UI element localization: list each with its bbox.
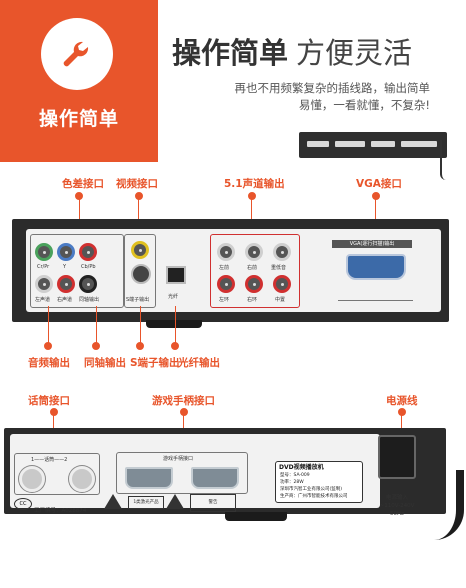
pin-vga bbox=[372, 192, 380, 200]
leader-component bbox=[79, 198, 80, 234]
wrench-icon bbox=[41, 18, 113, 90]
pin-audio bbox=[44, 342, 52, 350]
label-svideo: S端子输出 bbox=[130, 357, 180, 369]
vga-rule bbox=[338, 300, 413, 301]
pin-optical bbox=[171, 342, 179, 350]
jack-coax bbox=[79, 275, 97, 293]
jack-label-optical: 光纤 bbox=[168, 294, 179, 300]
jack-y bbox=[57, 243, 75, 261]
device-foot bbox=[146, 320, 202, 328]
jack-label-cr: Cr/Pr bbox=[37, 264, 50, 270]
component-audio-group: Cr/Pr Y Cb/Pb 左声道 右声道 同轴输出 bbox=[30, 234, 124, 308]
jack-cr bbox=[35, 243, 53, 261]
rating-line: 深圳市汽智工业有限公司(监制) bbox=[280, 487, 343, 492]
rating-plate-title: DVD视频播放机 bbox=[279, 464, 324, 471]
pin-power bbox=[398, 408, 406, 416]
laser-badge: 1类激光产品 bbox=[128, 496, 164, 509]
jack-center bbox=[273, 275, 291, 293]
leader-coax bbox=[96, 306, 97, 344]
jack-label-fl: 左前 bbox=[219, 265, 230, 271]
label-gamepad: 游戏手柄接口 bbox=[152, 395, 215, 407]
jack-front-right bbox=[245, 243, 263, 261]
label-optical: 光纤输出 bbox=[178, 357, 220, 369]
jack-left bbox=[35, 275, 53, 293]
serial-number: 工厂编号：A028874 bbox=[34, 508, 87, 514]
jack-label-center: 中置 bbox=[275, 297, 286, 303]
pin-gamepad bbox=[180, 408, 188, 416]
jack-label-left: 左声道 bbox=[35, 297, 51, 303]
gamepad-port-1 bbox=[125, 467, 173, 489]
surround-group: 左前 右前 重低音 左环 右环 中置 bbox=[210, 234, 300, 308]
mic-group: 1——话筒——2 bbox=[14, 453, 100, 495]
jack-label-coax: 同轴输出 bbox=[79, 297, 100, 303]
leader-power bbox=[401, 414, 402, 436]
jack-label-cb: Cb/Pb bbox=[81, 264, 96, 270]
mic-jack-2 bbox=[69, 466, 95, 492]
leader-svideo bbox=[140, 306, 141, 344]
device-foot bbox=[225, 512, 287, 521]
jack-subwoofer bbox=[273, 243, 291, 261]
warning-box: 警告 bbox=[190, 494, 236, 512]
headline-bold: 操作简单 bbox=[172, 36, 289, 70]
jack-label-svideo: S端子输出 bbox=[126, 297, 150, 303]
jack-front-left bbox=[217, 243, 235, 261]
badge-title: 操作简单 bbox=[38, 108, 119, 130]
leader-vga bbox=[375, 198, 376, 238]
jack-rear-right bbox=[245, 275, 263, 293]
description-line-2: 易懂，一看就懂，不复杂! bbox=[298, 98, 430, 112]
label-video: 视频接口 bbox=[116, 178, 158, 190]
svideo-port bbox=[131, 264, 151, 284]
leader-optical bbox=[175, 306, 176, 344]
rating-plate-lines: 型号：SA-009 功率：28W 深圳市汽智工业有限公司(监制) 生产商：广州市… bbox=[280, 472, 348, 500]
rating-line: 生产商：广州市智能技术有限公司 bbox=[280, 494, 348, 499]
gamepad-caption: 游戏手柄接口 bbox=[163, 456, 194, 462]
mic-jack-1 bbox=[19, 466, 45, 492]
mini-cable bbox=[440, 140, 450, 180]
rating-plate bbox=[275, 461, 363, 503]
jack-rear-left bbox=[217, 275, 235, 293]
leader-audio bbox=[48, 306, 49, 344]
pin-surround bbox=[248, 192, 256, 200]
jack-label-sub: 重低音 bbox=[271, 265, 287, 271]
label-power: 电源线 bbox=[386, 395, 418, 407]
gamepad-group: 游戏手柄接口 bbox=[116, 452, 248, 494]
label-component: 色差接口 bbox=[62, 178, 104, 190]
leader-video bbox=[138, 198, 139, 234]
pin-svideo bbox=[136, 342, 144, 350]
jack-video bbox=[131, 241, 149, 259]
jack-label-y: Y bbox=[63, 264, 67, 270]
jack-label-rr: 右环 bbox=[247, 297, 258, 303]
mini-product-rear bbox=[299, 132, 447, 158]
vga-port bbox=[346, 254, 406, 280]
jack-right bbox=[57, 275, 75, 293]
label-coax: 同轴输出 bbox=[84, 357, 126, 369]
rating-line: 功率：28W bbox=[280, 480, 304, 485]
label-mic: 话筒接口 bbox=[28, 395, 70, 407]
leader-surround bbox=[251, 198, 252, 234]
jack-label-fr: 右前 bbox=[247, 265, 258, 271]
description-line-1: 再也不用频繁复杂的插线路，输出简单 bbox=[234, 81, 431, 95]
vga-caption: VGA(逐行扫描)输出 bbox=[332, 240, 412, 248]
pin-mic bbox=[50, 408, 58, 416]
power-cable bbox=[396, 470, 464, 540]
jack-label-right: 右声道 bbox=[57, 297, 73, 303]
optical-port bbox=[166, 266, 186, 284]
mic-caption: 1——话筒——2 bbox=[31, 457, 68, 463]
headline-light: 方便灵活 bbox=[296, 36, 413, 70]
jack-label-rl: 左环 bbox=[219, 297, 230, 303]
cc-logo: CC bbox=[14, 498, 32, 510]
label-surround: 5.1声道输出 bbox=[224, 178, 285, 190]
headline: 操作简单方便灵活 bbox=[172, 30, 412, 72]
rating-line: 型号：SA-009 bbox=[280, 473, 310, 478]
label-audio: 音频输出 bbox=[28, 357, 70, 369]
label-vga: VGA接口 bbox=[356, 178, 402, 190]
pin-video bbox=[135, 192, 143, 200]
warning-triangle-icon bbox=[104, 494, 122, 509]
description: 再也不用频繁复杂的插线路，输出简单 易懂，一看就懂，不复杂! bbox=[180, 80, 431, 114]
pin-coax bbox=[92, 342, 100, 350]
lightning-icon bbox=[166, 494, 184, 509]
jack-cb bbox=[79, 243, 97, 261]
gamepad-port-2 bbox=[191, 467, 239, 489]
